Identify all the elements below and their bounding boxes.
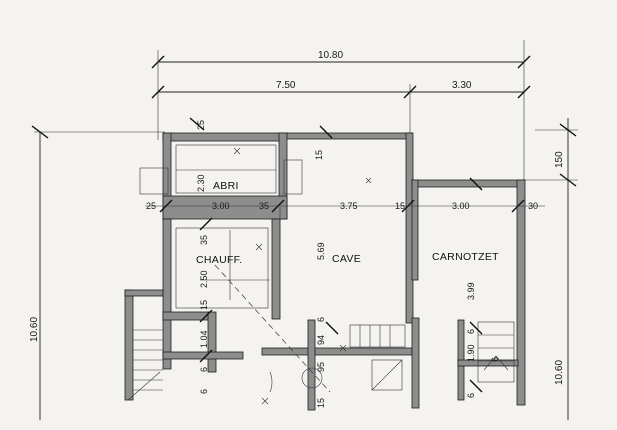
room-label-chauff: CHAUFF. (196, 254, 242, 266)
room-label-carnotzet: CARNOTZET (432, 251, 499, 263)
dim-wall-25-left: 25 (146, 201, 156, 211)
stair-middle (349, 324, 406, 391)
dim-stair-94: 94 (316, 335, 326, 345)
dim-chauff-height: 2.50 (199, 270, 209, 288)
dim-carnotzet-width: 3.00 (452, 201, 470, 211)
right-width-label: 3.30 (452, 80, 472, 91)
walls (124, 132, 526, 411)
dim-wall-15-low: 15 (199, 300, 209, 310)
dim-wall-35-b: 35 (199, 235, 209, 245)
dim-wall-15-mid: 15 (395, 201, 405, 211)
dim-abri-wall-top: 25 (196, 120, 206, 130)
dim-cave-depth: 5.69 (316, 242, 326, 260)
dim-carnotzet-depth: 3.99 (466, 282, 476, 300)
dim-stair-15: 15 (316, 398, 326, 408)
overall-width-label: 10.80 (318, 50, 343, 61)
dimension-line-depth-right (520, 118, 578, 420)
wall-ticks (159, 117, 525, 393)
dim-stair-6b: 6 (490, 357, 500, 362)
dim-wall-6-bottom: 6 (199, 389, 209, 394)
dimension-line-split (151, 84, 531, 135)
interior-details (127, 144, 515, 405)
left-width-label: 7.50 (276, 80, 296, 91)
dimension-line-depth-left (31, 125, 165, 420)
offset-right-top-label: 150 (554, 151, 565, 168)
room-label-cave: CAVE (332, 253, 361, 265)
dim-wall-6-right2: 6 (466, 393, 476, 398)
dim-wall-6-left: 6 (199, 367, 209, 372)
dim-abri-height: 2.30 (196, 174, 206, 192)
depth-left-label: 10.60 (29, 317, 40, 342)
dim-wall-15-top: 15 (314, 150, 324, 160)
dim-abri-width: 3.00 (212, 201, 230, 211)
dim-small-104: 1.04 (199, 330, 209, 348)
dim-wall-30-right: 30 (528, 201, 538, 211)
dimension-line-overall (151, 40, 531, 185)
depth-right-label: 10.60 (554, 360, 565, 385)
dim-stair-190: 1.90 (466, 344, 476, 362)
dim-wall-6-right: 6 (466, 329, 476, 334)
dim-stair-6a: 6 (316, 317, 326, 322)
stair-left (127, 329, 163, 401)
stair-right (477, 321, 515, 383)
room-label-abri: ABRI (213, 180, 239, 192)
dim-wall-35-a: 35 (259, 201, 269, 211)
dim-cave-width: 3.75 (340, 201, 358, 211)
dim-stair-95: 95 (316, 362, 326, 372)
